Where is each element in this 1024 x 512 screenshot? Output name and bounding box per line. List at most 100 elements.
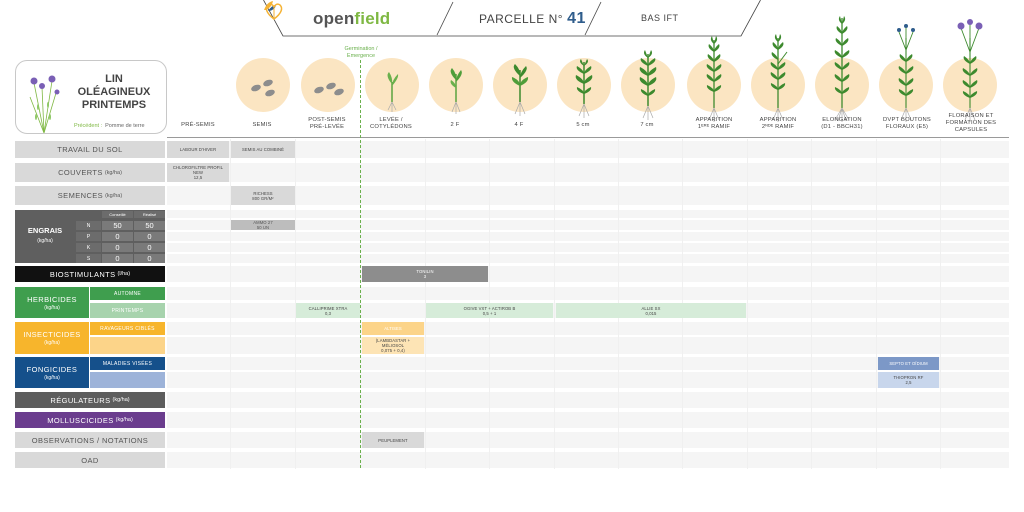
row-bg-travail — [167, 141, 1009, 158]
engrais-k-conseille: 0 — [102, 243, 133, 252]
seedling-4f-icon — [511, 64, 529, 116]
grid-col — [940, 139, 941, 469]
stage-7cm-circle — [620, 50, 676, 120]
engrais-n-realise: 50 — [134, 221, 165, 230]
cell-insect-altises[interactable]: ALTISES — [362, 322, 424, 335]
row-label-herbicides: HERBICIDES(kg/ha) — [15, 287, 89, 318]
germination-line — [360, 60, 361, 468]
heart-leaf-icon — [265, 3, 283, 20]
engrais-header-realise: Réalisé — [134, 211, 165, 218]
row-label-fongicides: FONGICIDES(kg/ha) — [15, 357, 89, 388]
plant-ramif2-icon — [770, 34, 788, 122]
insecticides-sub-empty — [90, 337, 165, 354]
engrais-p-realise: 0 — [134, 232, 165, 241]
engrais-element-n: N — [76, 221, 101, 230]
plant-ramif1-icon — [706, 36, 722, 122]
row-bg-insect-1 — [167, 322, 1009, 335]
row-bg-engrais-1 — [167, 210, 1009, 218]
cell-fong-septo[interactable]: SEPTO ET OÏDIUM — [878, 357, 939, 370]
stage-floraison-circle — [942, 19, 998, 122]
cell-semis-combine[interactable]: SEMIS AU COMBINÉ — [231, 141, 295, 158]
row-label-engrais: ENGRAIS(kg/ha) — [27, 226, 63, 244]
seeds-soil-icon — [314, 82, 344, 96]
plant-5cm-icon — [575, 59, 593, 118]
row-bg-semences — [167, 186, 1009, 205]
fongicides-maladies: MALADIES VISÉES — [90, 357, 165, 370]
flax-plant-icon — [29, 75, 60, 133]
germination-marker: Germination / Emergence — [344, 46, 378, 59]
stage-label-levee: LEVÉE /COTYLÉDONS — [370, 117, 412, 130]
row-label-biostimulants: BIOSTIMULANTS(l/ha) — [15, 266, 165, 282]
insecticides-ravageurs: RAVAGEURS CIBLÉS — [90, 322, 165, 335]
stage-1ere-ramif-circle — [686, 36, 742, 122]
grid-col — [425, 139, 426, 469]
row-bg-molluscicides — [167, 412, 1009, 428]
engrais-n-conseille: 50 — [102, 221, 133, 230]
cell-labour-hiver[interactable]: LABOUR D'HIVER — [167, 141, 229, 158]
grid-col — [554, 139, 555, 469]
fongicides-sub-empty — [90, 372, 165, 388]
row-bg-biostim — [167, 266, 1009, 282]
engrais-s-realise: 0 — [134, 254, 165, 263]
engrais-element-p: P — [76, 232, 101, 241]
stage-label-pre-semis: PRÉ-SEMIS — [181, 122, 215, 128]
seedling-2f-icon — [450, 68, 462, 114]
stage-label-elongation: ELONGATION(D1 - BBCH31) — [821, 117, 863, 130]
engrais-s-conseille: 0 — [102, 254, 133, 263]
row-label-insecticides: INSECTICIDES(kg/ha) — [15, 322, 89, 354]
stage-label-2f: 2 F — [450, 122, 460, 128]
engrais-element-s: S — [76, 254, 101, 263]
row-bg-regulateurs — [167, 392, 1009, 408]
stage-semis-circle — [235, 58, 291, 112]
row-bg-engrais-4 — [167, 243, 1009, 252]
openfield-logo: openfield — [313, 9, 391, 28]
row-label-regulateurs: RÉGULATEURS(kg/ha) — [15, 392, 165, 408]
row-bg-observations — [167, 432, 1009, 448]
stage-post-semis-circle — [300, 58, 356, 112]
herbicides-printemps: PRINTEMPS — [90, 303, 165, 318]
engrais-p-conseille: 0 — [102, 232, 133, 241]
grid-col — [230, 139, 231, 469]
stage-label-5cm: 5 cm — [576, 122, 590, 128]
stage-levee-circle — [364, 58, 420, 112]
crop-title-card: LIN OLÉAGINEUX PRINTEMPS Précédent :Pomm… — [15, 60, 167, 134]
row-bg-herb-1 — [167, 287, 1009, 300]
crop-title: LIN OLÉAGINEUX PRINTEMPS — [77, 73, 151, 111]
row-bg-engrais-3 — [167, 232, 1009, 241]
stage-5cm-circle — [556, 58, 612, 118]
grid-col — [747, 139, 748, 469]
stage-4f-circle — [492, 58, 548, 116]
stage-2f-circle — [428, 58, 484, 114]
plant-7cm-icon — [639, 50, 657, 120]
seeds-icon — [251, 79, 275, 97]
stage-divider-line — [167, 137, 1009, 138]
plant-buds-icon — [897, 24, 915, 122]
row-bg-fong-2 — [167, 372, 1009, 388]
row-bg-fong-1 — [167, 357, 1009, 370]
cell-obs-peuplement[interactable]: PEUPLEMENT — [362, 432, 424, 448]
stage-label-7cm: 7 cm — [640, 122, 654, 128]
herbicides-automne: AUTOMNE — [90, 287, 165, 300]
parcelle-number: PARCELLE N°41 — [479, 10, 586, 27]
engrais-element-k: K — [76, 243, 101, 252]
row-bg-oad — [167, 452, 1009, 468]
stage-2nde-ramif-circle — [750, 34, 806, 122]
precedent-crop: Précédent :Pomme de terre — [74, 123, 145, 129]
row-label-travail-du-sol: TRAVAIL DU SOL — [15, 141, 165, 158]
engrais-k-realise: 0 — [134, 243, 165, 252]
